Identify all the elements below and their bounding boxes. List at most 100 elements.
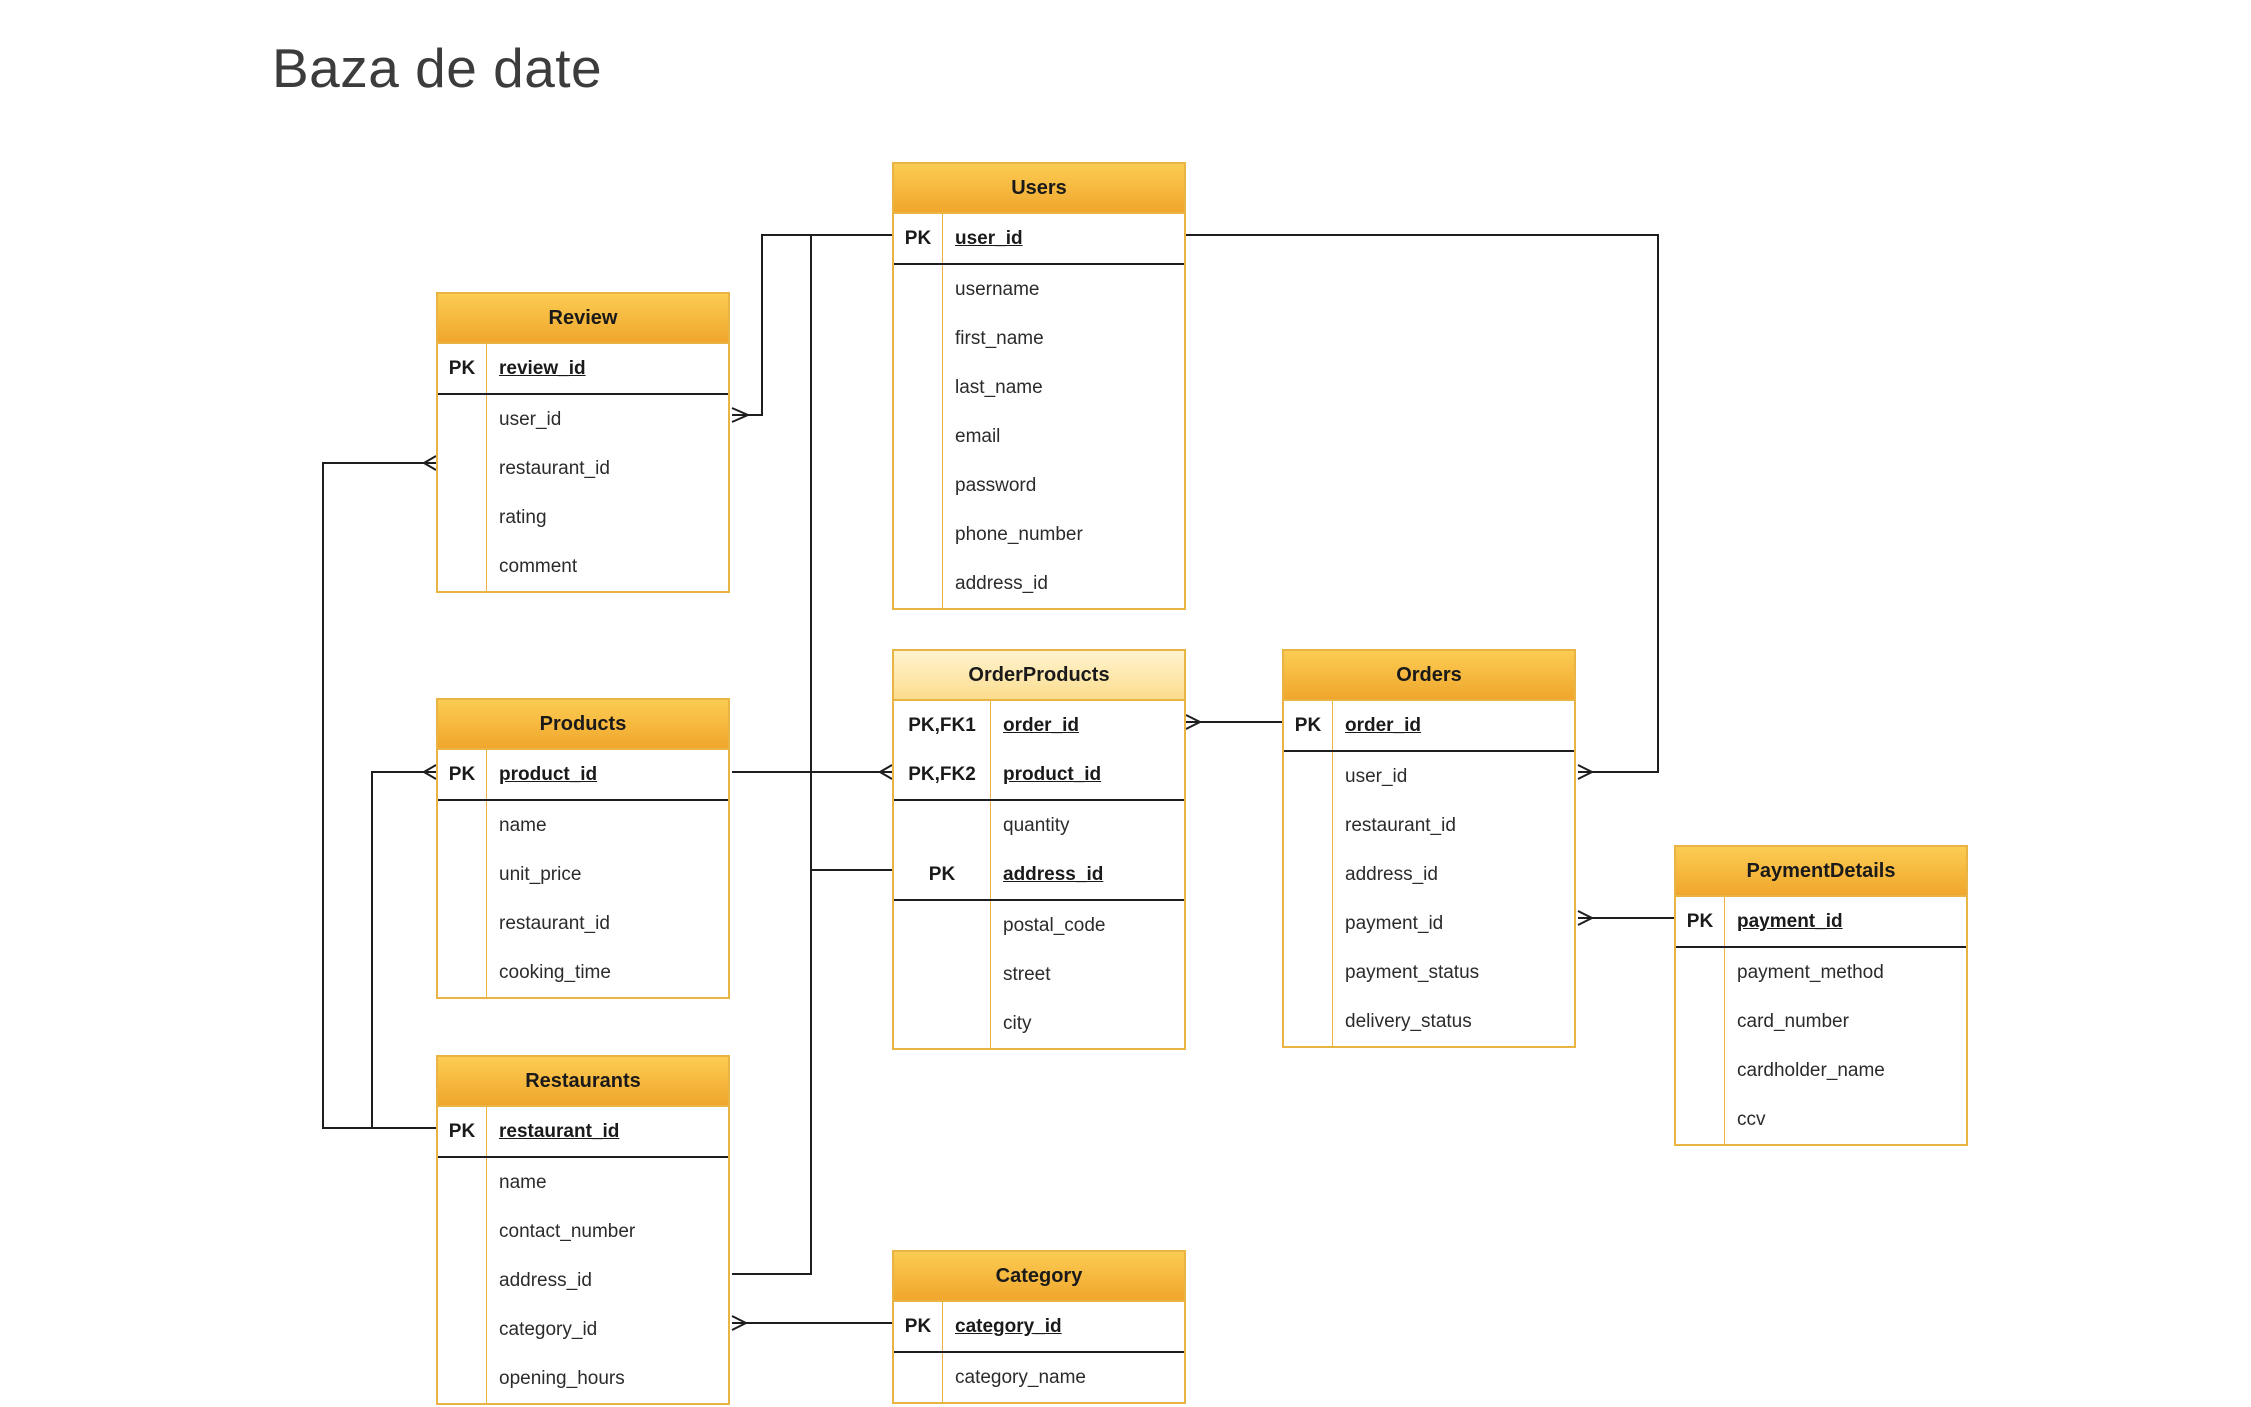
key-label: PK <box>894 850 991 899</box>
entity-row: restaurant_id <box>1284 801 1574 850</box>
field-name: restaurant_id <box>1345 815 1456 836</box>
crowfoot-review-user <box>731 407 749 423</box>
entity-row: PK payment_id <box>1676 897 1966 948</box>
crowfoot-orderproducts-order <box>1185 714 1201 730</box>
entity-row: user_id <box>1284 752 1574 801</box>
field-name: payment_method <box>1737 962 1884 983</box>
field-name: restaurant_id <box>499 1121 620 1142</box>
entity-row: username <box>894 265 1184 314</box>
key-label <box>438 899 487 948</box>
key-label <box>1284 899 1333 948</box>
entity-row: payment_status <box>1284 948 1574 997</box>
field-name: quantity <box>1003 815 1070 836</box>
entity-row: password <box>894 461 1184 510</box>
key-label <box>438 1354 487 1403</box>
entity-row: phone_number <box>894 510 1184 559</box>
field-name: phone_number <box>955 524 1083 545</box>
field-name: restaurant_id <box>499 458 610 479</box>
entity-title: OrderProducts <box>894 651 1184 701</box>
key-label: PK <box>1676 897 1725 946</box>
field-name: user_id <box>1345 766 1408 787</box>
entity-row: unit_price <box>438 850 728 899</box>
entity-row: opening_hours <box>438 1354 728 1403</box>
key-label <box>894 412 943 461</box>
field-name: review_id <box>499 358 586 379</box>
key-label <box>1676 1095 1725 1144</box>
entity-row: PK address_id <box>894 850 1184 901</box>
entity-row: ccv <box>1676 1095 1966 1144</box>
key-label <box>1676 948 1725 997</box>
entity-row: restaurant_id <box>438 899 728 948</box>
field-name: address_id <box>499 1270 592 1291</box>
field-name: postal_code <box>1003 915 1106 936</box>
field-name: payment_id <box>1737 911 1843 932</box>
entity-row: city <box>894 999 1184 1048</box>
entity-row: user_id <box>438 395 728 444</box>
field-name: contact_number <box>499 1221 636 1242</box>
entity-row: restaurant_id <box>438 444 728 493</box>
key-label <box>438 850 487 899</box>
entity-row: cooking_time <box>438 948 728 997</box>
key-label <box>894 1353 943 1402</box>
field-name: address_id <box>1003 864 1104 885</box>
key-label <box>1284 752 1333 801</box>
field-name: ccv <box>1737 1109 1766 1130</box>
crowfoot-review-restaurant <box>423 455 437 471</box>
entity-row: first_name <box>894 314 1184 363</box>
key-label <box>1676 997 1725 1046</box>
crowfoot-orders-payment <box>1577 910 1593 926</box>
field-name: card_number <box>1737 1011 1849 1032</box>
key-label <box>438 1305 487 1354</box>
field-name: rating <box>499 507 547 528</box>
field-name: address_id <box>1345 864 1438 885</box>
key-label: PK <box>894 1302 943 1351</box>
key-label: PK <box>1284 701 1333 750</box>
field-name: email <box>955 426 1001 447</box>
key-label <box>894 461 943 510</box>
entity-row: comment <box>438 542 728 591</box>
entity-row: address_id <box>438 1256 728 1305</box>
key-label <box>438 542 487 591</box>
field-name: username <box>955 279 1040 300</box>
crowfoot-restaurants-category <box>731 1315 747 1331</box>
key-label <box>894 999 991 1048</box>
entity-row: last_name <box>894 363 1184 412</box>
key-label: PK <box>438 1107 487 1156</box>
field-name: category_id <box>499 1319 598 1340</box>
entity-row: card_number <box>1676 997 1966 1046</box>
key-label <box>894 265 943 314</box>
field-name: street <box>1003 964 1051 985</box>
field-name: name <box>499 1172 547 1193</box>
key-label <box>438 948 487 997</box>
crowfoot-orders-user <box>1577 764 1593 780</box>
field-name: product_id <box>1003 764 1102 785</box>
field-name: city <box>1003 1013 1032 1034</box>
key-label: PK,FK1 <box>894 701 991 750</box>
entity-row: PK restaurant_id <box>438 1107 728 1158</box>
key-label <box>894 950 991 999</box>
key-label <box>894 510 943 559</box>
key-label <box>438 493 487 542</box>
key-label <box>438 1207 487 1256</box>
key-label <box>438 1158 487 1207</box>
field-name: last_name <box>955 377 1043 398</box>
key-label <box>438 1256 487 1305</box>
link-address-trunk <box>732 234 892 1275</box>
field-name: payment_status <box>1345 962 1480 983</box>
key-label <box>1284 850 1333 899</box>
entity-row: address_id <box>1284 850 1574 899</box>
crowfoot-products-restaurant <box>423 764 437 780</box>
key-label: PK <box>438 344 487 393</box>
key-label <box>1676 1046 1725 1095</box>
